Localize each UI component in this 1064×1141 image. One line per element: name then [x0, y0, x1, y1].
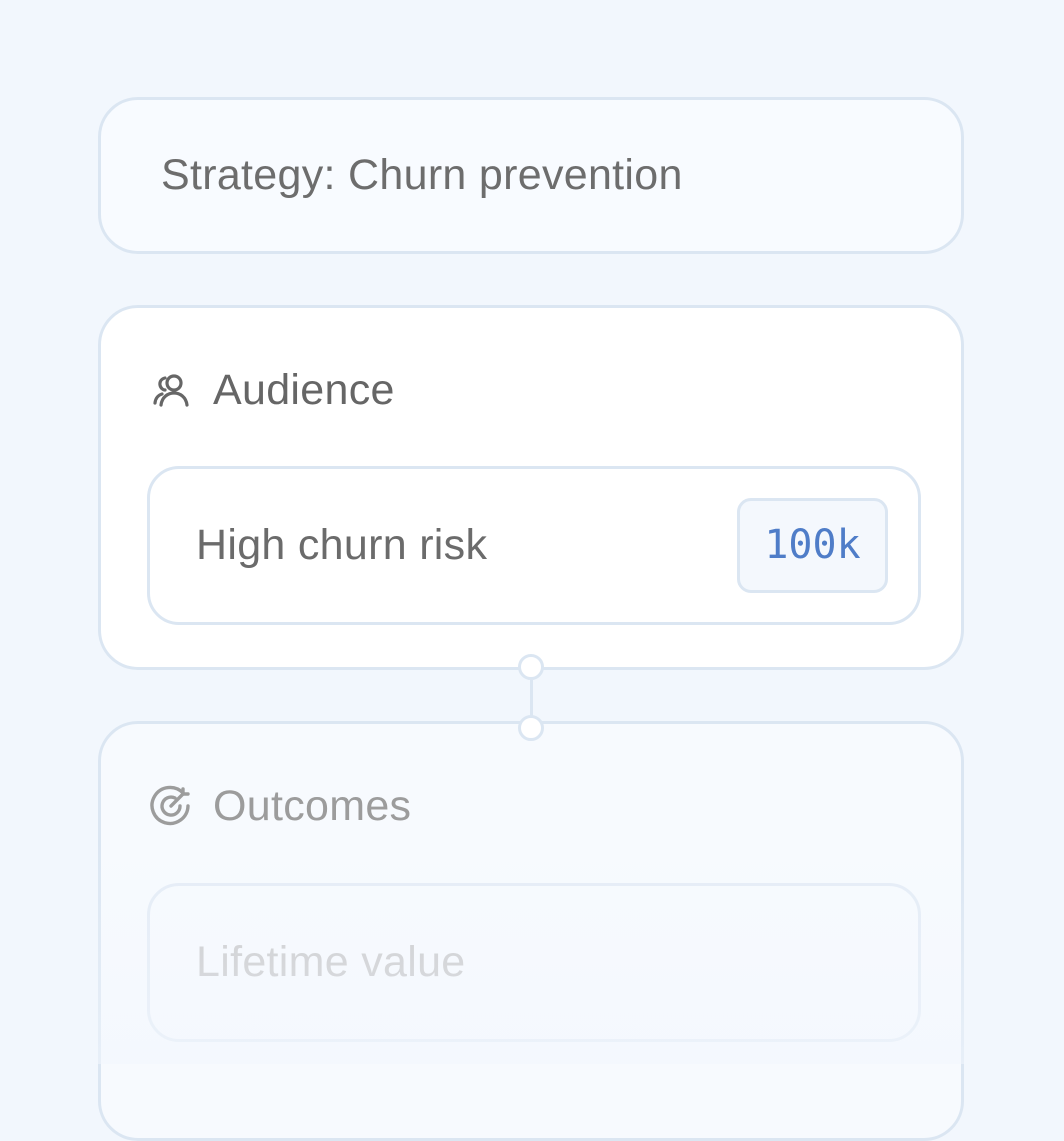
metric-label: Lifetime value — [196, 938, 466, 986]
strategy-title: Strategy: Churn prevention — [161, 151, 683, 199]
outcomes-card: Outcomes Lifetime value — [98, 721, 964, 1141]
connector-node-output[interactable] — [518, 654, 544, 680]
audience-header: Audience — [149, 360, 395, 420]
connector-line — [530, 680, 533, 718]
audience-card: Audience High churn risk 100k — [98, 305, 964, 670]
segment-count-badge: 100k — [737, 498, 888, 593]
strategy-card[interactable]: Strategy: Churn prevention — [98, 97, 964, 254]
segment-label: High churn risk — [196, 521, 488, 569]
outcomes-header: Outcomes — [149, 776, 411, 836]
target-icon — [149, 784, 193, 828]
outcome-metric-row[interactable]: Lifetime value — [147, 883, 921, 1042]
audience-label: Audience — [213, 365, 395, 414]
connector-node-input[interactable] — [518, 715, 544, 741]
audience-segment-row[interactable]: High churn risk 100k — [147, 466, 921, 625]
audience-icon — [149, 368, 193, 412]
outcomes-label: Outcomes — [213, 781, 412, 830]
